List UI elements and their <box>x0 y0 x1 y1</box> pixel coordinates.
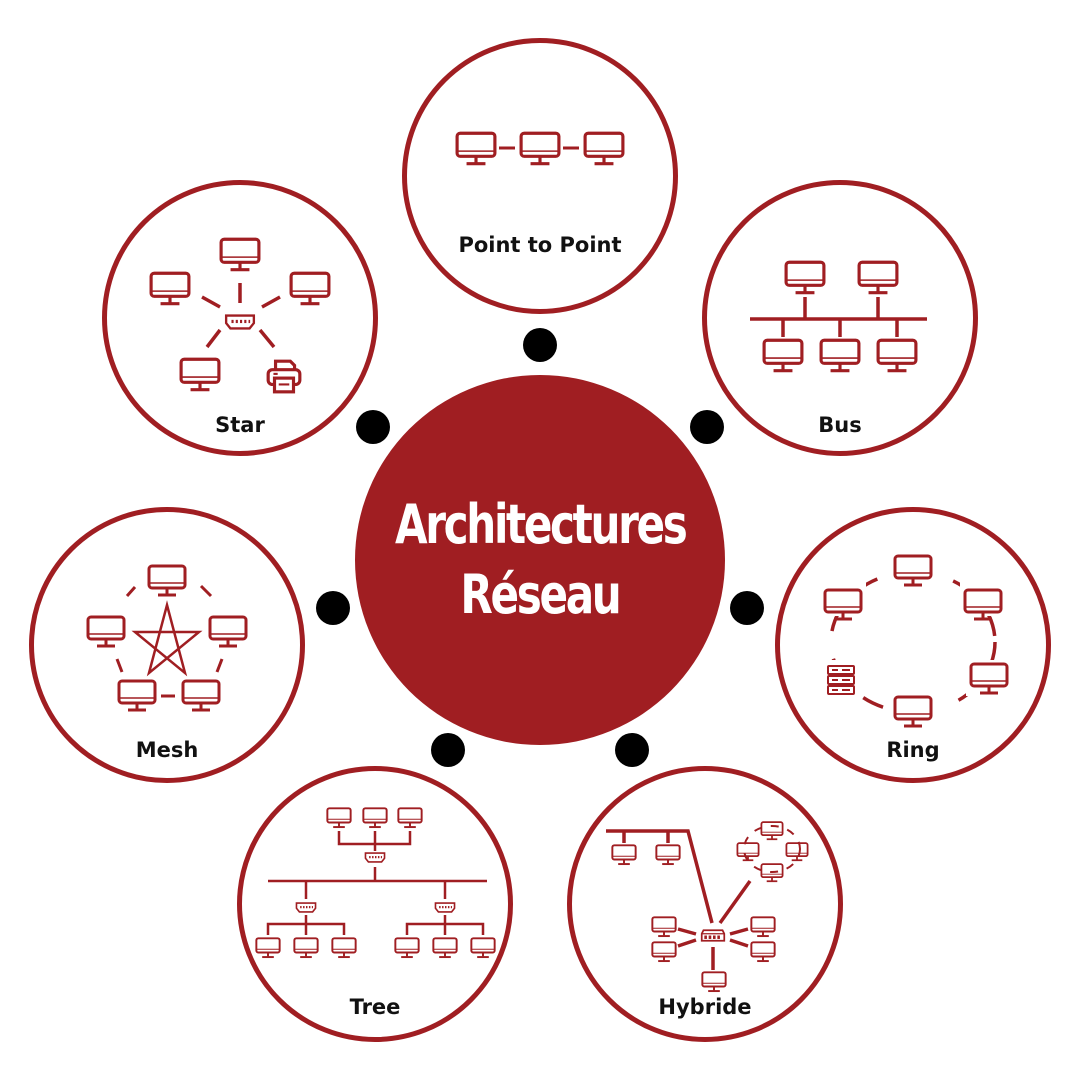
monitor-icon <box>651 916 677 938</box>
monitor-icon <box>432 937 458 959</box>
connector-dot-upper-right <box>690 410 724 444</box>
connector-dot-lower-left <box>431 733 465 767</box>
monitor-icon <box>784 260 826 295</box>
monitor-icon <box>583 131 625 166</box>
monitor-icon <box>760 821 784 841</box>
connector-dot-upper-left <box>356 410 390 444</box>
hub-icon <box>700 929 726 942</box>
monitor-icon <box>394 937 420 959</box>
monitor-icon <box>149 271 191 306</box>
monitor-icon <box>785 842 809 862</box>
topology-label: Ring <box>886 738 940 762</box>
hybride-diagram <box>606 821 809 993</box>
monitor-icon <box>181 679 221 712</box>
topology-hybride: Hybride <box>567 766 843 1042</box>
topology-point-to-point: Point to Point <box>402 38 678 314</box>
monitor-icon <box>326 807 352 829</box>
monitor-icon <box>86 615 126 648</box>
monitor-icon <box>762 338 804 373</box>
connector-dot-right <box>730 591 764 625</box>
center-title-line-1: Architectures <box>394 493 688 556</box>
monitor-icon <box>219 237 261 272</box>
topology-bus: Bus <box>702 180 978 456</box>
topology-label: Mesh <box>135 738 199 762</box>
monitor-icon <box>750 916 776 938</box>
monitor-icon <box>293 937 319 959</box>
topology-label: Tree <box>349 995 401 1019</box>
topology-label: Star <box>215 413 265 437</box>
monitor-icon <box>701 971 727 993</box>
star-diagram <box>149 237 331 394</box>
connector-dot-lower-right <box>615 733 649 767</box>
monitor-icon <box>362 807 388 829</box>
center-title-line-2: Réseau <box>460 563 621 626</box>
topology-star: Star <box>102 180 378 456</box>
switch-icon <box>295 902 317 913</box>
monitor-icon <box>255 937 281 959</box>
topology-mesh: Mesh <box>29 507 305 783</box>
topology-ring: Ring <box>775 507 1051 783</box>
monitor-icon <box>655 844 681 866</box>
monitor-icon <box>736 842 760 862</box>
monitor-icon <box>819 338 861 373</box>
monitor-icon <box>611 844 637 866</box>
topology-label: Point to Point <box>458 233 622 257</box>
monitor-icon <box>331 937 357 959</box>
monitor-icon <box>857 260 899 295</box>
monitor-icon <box>117 679 157 712</box>
topology-tree: Tree <box>237 766 513 1042</box>
monitor-icon <box>876 338 918 373</box>
bus-diagram <box>750 260 927 373</box>
monitor-icon <box>470 937 496 959</box>
monitor-icon <box>208 615 248 648</box>
point-to-point-diagram <box>455 131 625 166</box>
topology-label: Hybride <box>658 995 752 1019</box>
switch-icon <box>434 902 456 913</box>
ring-diagram <box>820 550 1012 728</box>
printer-icon <box>266 359 302 394</box>
monitor-icon <box>651 941 677 963</box>
topology-label: Bus <box>818 413 862 437</box>
monitor-icon <box>397 807 423 829</box>
tree-diagram <box>255 807 496 959</box>
monitor-icon <box>289 271 331 306</box>
monitor-icon <box>147 564 187 597</box>
switch-icon <box>364 852 386 863</box>
center-title-circle: Architectures Réseau <box>355 375 725 745</box>
monitor-icon <box>519 131 561 166</box>
mesh-diagram <box>86 564 248 712</box>
connector-dot-top <box>523 328 557 362</box>
switch-icon <box>224 314 256 330</box>
connector-dot-left <box>316 591 350 625</box>
monitor-icon <box>455 131 497 166</box>
monitor-icon <box>750 941 776 963</box>
monitor-icon <box>179 357 221 392</box>
